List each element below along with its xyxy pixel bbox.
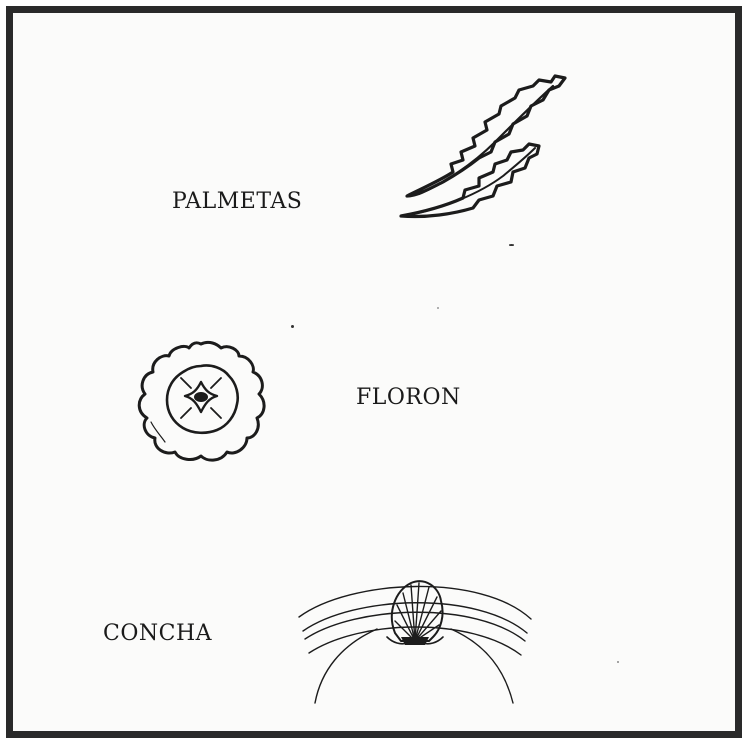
paper-speck — [437, 307, 439, 309]
palmetas-label: PALMETAS — [172, 189, 302, 214]
ornament-plate: PALMETAS FLORON CONCHA — [6, 6, 742, 738]
concha-label: CONCHA — [103, 621, 212, 646]
floron-drawing — [131, 338, 271, 468]
paper-speck — [291, 325, 294, 328]
concha-drawing — [291, 561, 539, 711]
paper-speck — [617, 661, 619, 663]
floron-label: FLORON — [356, 385, 461, 410]
paper-speck — [509, 244, 514, 246]
palmetas-drawing — [383, 68, 583, 228]
